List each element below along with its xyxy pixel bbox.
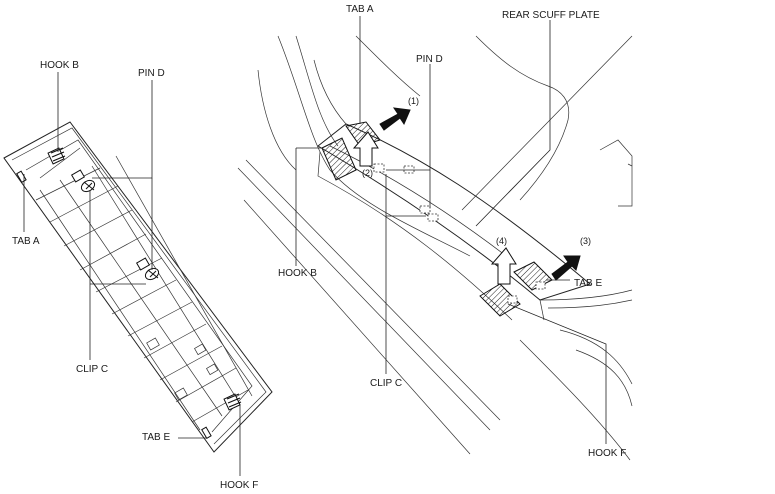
right-pin-d-lower [419, 205, 431, 214]
left-tab-a [16, 170, 27, 184]
right-label-hook-b: HOOK B [278, 268, 317, 279]
right-hook-f [479, 283, 521, 317]
vehicle-body-contours [237, 35, 633, 461]
left-leaders [23, 72, 241, 476]
hook-icon [223, 393, 242, 411]
left-label-hook-f: HOOK F [220, 480, 258, 491]
right-hook-b [321, 137, 357, 181]
left-scuff-plate [3, 121, 273, 453]
right-tab-e-slot [507, 295, 518, 304]
right-label-hook-f: HOOK F [588, 448, 626, 459]
right-leaders [295, 16, 607, 444]
right-pin-d-upper [403, 165, 415, 174]
step-label-2: (2) [362, 168, 373, 178]
right-clip-c-lower [427, 213, 439, 222]
step-label-3: (3) [580, 236, 591, 246]
right-label-tab-e: TAB E [574, 278, 602, 289]
clip-icon [135, 257, 151, 271]
arrow-icon [379, 107, 411, 131]
left-label-tab-e: TAB E [142, 432, 170, 443]
left-pin-d-lower [144, 267, 160, 281]
left-tab-e [201, 426, 212, 440]
left-hook-b [47, 147, 66, 165]
arrow-step-4 [490, 247, 517, 285]
arrow-icon [352, 131, 379, 167]
pin-icon [144, 267, 160, 281]
arrow-step-1 [379, 107, 411, 131]
right-label-pin-d: PIN D [416, 54, 443, 65]
arrow-icon [490, 247, 517, 285]
arrow-icon [551, 255, 581, 281]
right-label-rear-scuff-plate: REAR SCUFF PLATE [502, 10, 600, 21]
left-pin-d-upper [80, 179, 96, 193]
left-label-tab-a: TAB A [12, 236, 40, 247]
left-label-pin-d: PIN D [138, 68, 165, 79]
right-clip-c-upper [373, 163, 385, 173]
pin-icon [80, 179, 96, 193]
tab-icon [16, 170, 27, 184]
right-label-clip-c: CLIP C [370, 378, 402, 389]
left-hook-f [223, 393, 242, 411]
right-scuff-plate [317, 121, 592, 321]
arrow-step-3 [551, 255, 581, 281]
left-clip-c-upper [70, 169, 86, 183]
left-label-hook-b: HOOK B [40, 60, 79, 71]
left-label-clip-c: CLIP C [76, 364, 108, 375]
left-clip-c-lower [135, 257, 151, 271]
right-tab-e [513, 261, 553, 291]
step-label-1: (1) [408, 96, 419, 106]
step-label-4: (4) [496, 236, 507, 246]
clip-icon [70, 169, 86, 183]
arrow-step-2 [352, 131, 379, 167]
tab-icon [201, 426, 212, 440]
right-label-tab-a: TAB A [346, 4, 374, 15]
right-tab-e-mark [535, 281, 546, 290]
hook-icon [47, 147, 66, 165]
